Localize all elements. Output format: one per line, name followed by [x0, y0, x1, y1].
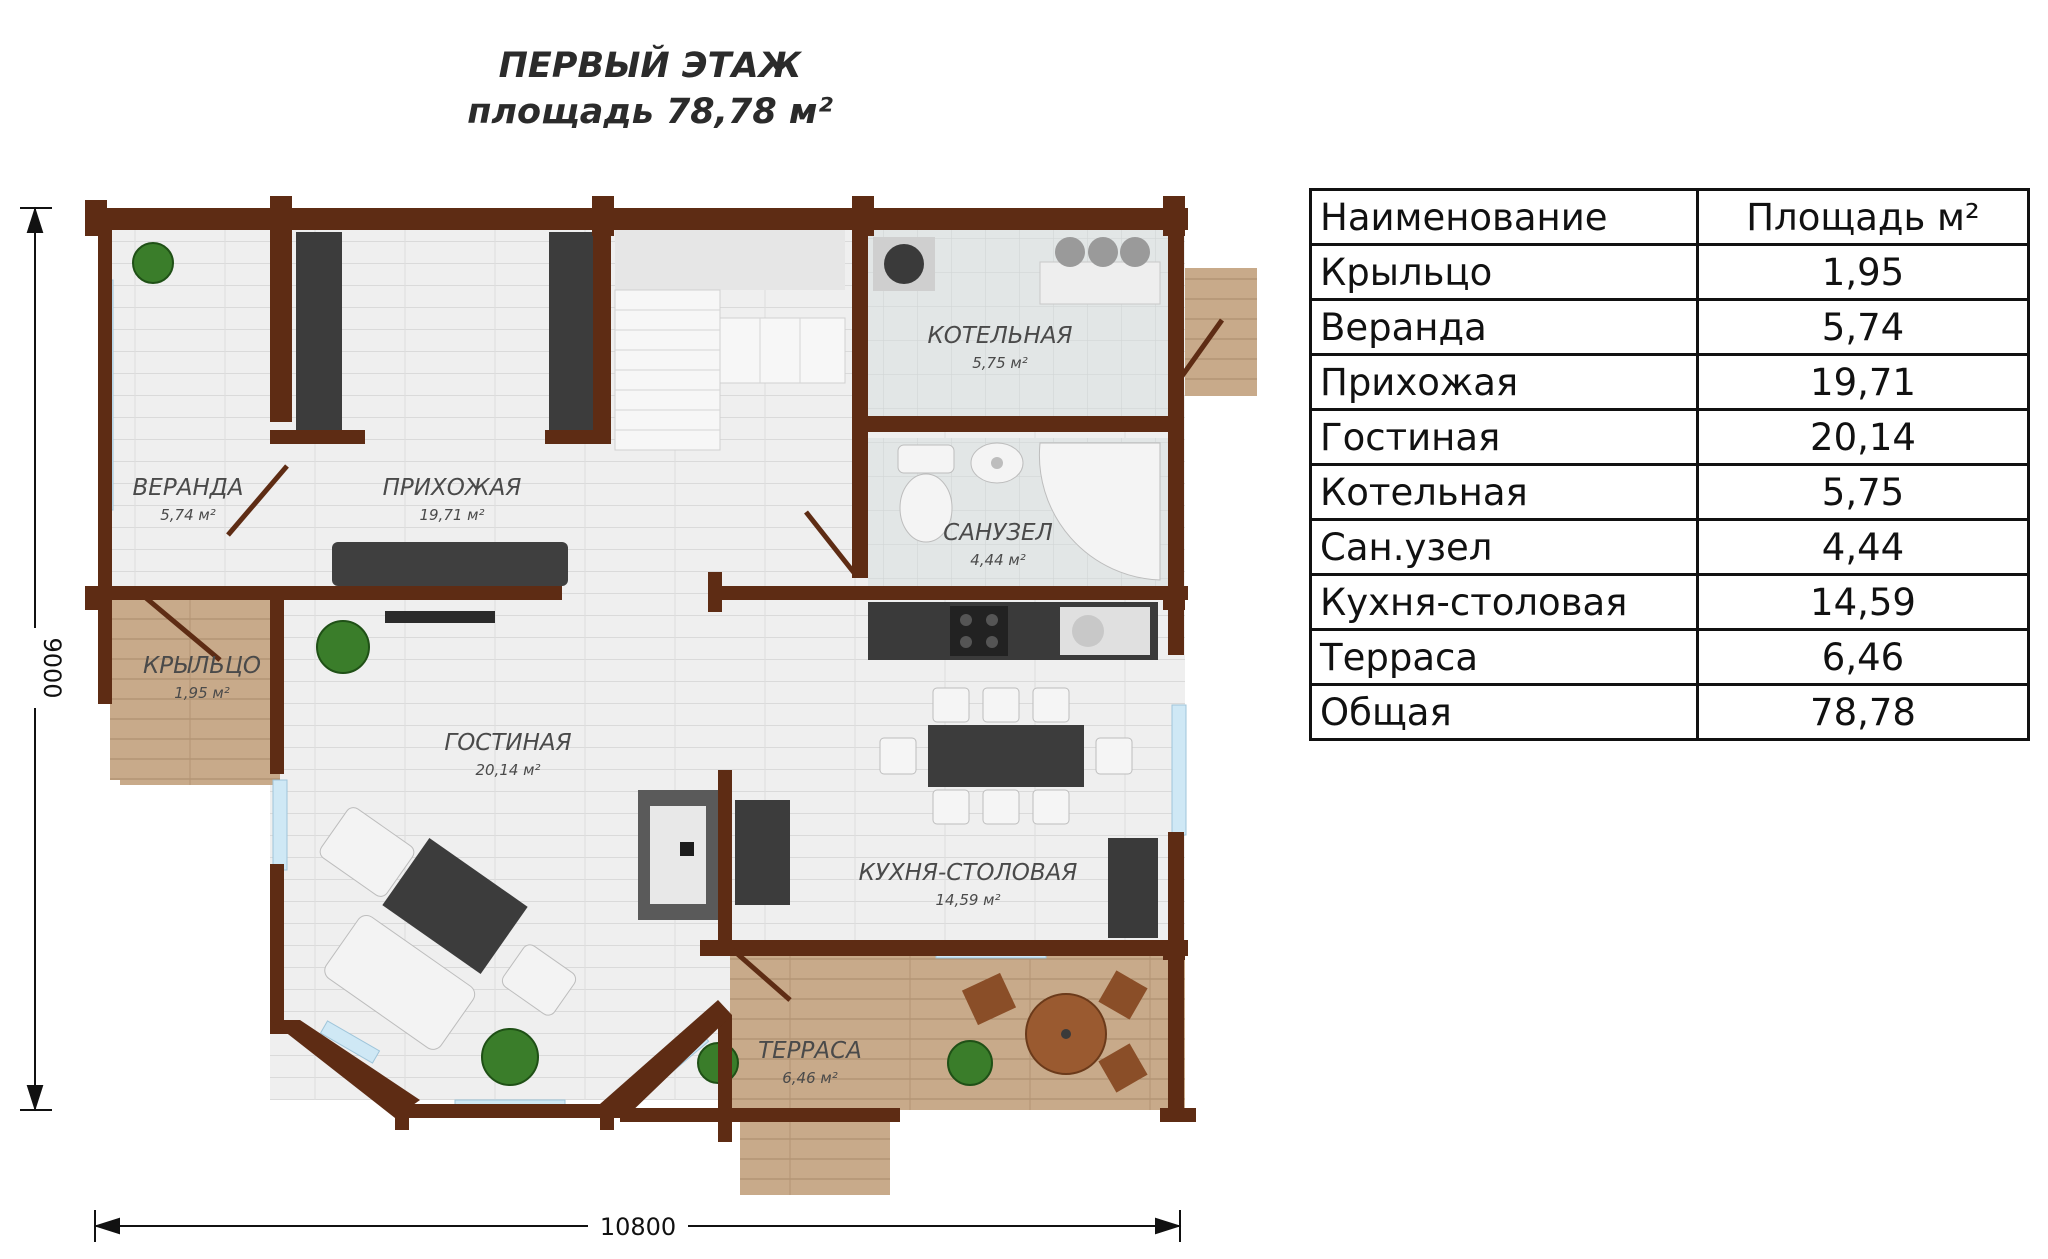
- room-label-porch: КРЫЛЬЦО: [143, 653, 261, 679]
- floor-plan: ВЕРАНДА 5,74 м² ПРИХОЖАЯ 19,71 м² КОТЕЛЬ…: [18, 196, 1257, 1242]
- room-label-hall: ПРИХОЖАЯ: [383, 475, 522, 501]
- sofa-set: [319, 807, 577, 1050]
- plan-area-subtitle: площадь 78,78 м²: [467, 92, 833, 132]
- room-area-cell: 20,14: [1696, 408, 2030, 466]
- room-area-cell: 5,74: [1696, 298, 2030, 356]
- room-name-cell: Котельная: [1309, 463, 1699, 521]
- room-name-cell: Общая: [1309, 683, 1699, 741]
- fridge: [1108, 838, 1158, 938]
- room-name-cell: Прихожая: [1309, 353, 1699, 411]
- dimension-width: 10800: [600, 1213, 676, 1241]
- room-area-cell: 78,78: [1696, 683, 2030, 741]
- room-area-veranda: 5,74 м²: [160, 506, 216, 524]
- room-area-hall: 19,71 м²: [419, 506, 484, 524]
- room-label-veranda: ВЕРАНДА: [133, 475, 244, 501]
- room-area-kitchen: 14,59 м²: [935, 891, 1000, 909]
- column-header-area: Площадь м²: [1696, 188, 2030, 246]
- room-area-porch: 1,95 м²: [174, 684, 230, 702]
- room-area-cell: 4,44: [1696, 518, 2030, 576]
- wardrobe-right: [549, 232, 595, 432]
- doors: [144, 318, 1225, 1002]
- bathtub-icon: [1038, 442, 1161, 581]
- sideboard: [332, 542, 568, 586]
- room-label-terrace: ТЕРРАСА: [758, 1038, 862, 1064]
- dining-table: [879, 687, 1133, 825]
- plan-title: ПЕРВЫЙ ЭТАЖ: [498, 46, 802, 86]
- side-steps: [1185, 268, 1257, 396]
- room-label-bath: САНУЗЕЛ: [943, 520, 1053, 546]
- wardrobe-left: [296, 232, 342, 432]
- room-name-cell: Кухня-столовая: [1309, 573, 1699, 631]
- dimension-height: 9000: [38, 637, 66, 698]
- room-area-living: 20,14 м²: [475, 761, 540, 779]
- room-name-cell: Гостиная: [1309, 408, 1699, 466]
- staircase: [614, 230, 846, 451]
- walls: [85, 200, 1196, 1125]
- room-area-cell: 6,46: [1696, 628, 2030, 686]
- room-area-cell: 19,71: [1696, 353, 2030, 411]
- room-label-living: ГОСТИНАЯ: [444, 730, 571, 756]
- room-area-cell: 5,75: [1696, 463, 2030, 521]
- room-area-cell: 14,59: [1696, 573, 2030, 631]
- room-name-cell: Сан.узел: [1309, 518, 1699, 576]
- room-area-cell: 1,95: [1696, 243, 2030, 301]
- room-name-cell: Крыльцо: [1309, 243, 1699, 301]
- terrace-deck: [730, 955, 1185, 1110]
- room-name-cell: Веранда: [1309, 298, 1699, 356]
- room-name-cell: Терраса: [1309, 628, 1699, 686]
- room-area-bath: 4,44 м²: [970, 551, 1026, 569]
- column-header-name: Наименование: [1309, 188, 1699, 246]
- room-label-boiler: КОТЕЛЬНАЯ: [927, 323, 1072, 349]
- sink-icon: [970, 442, 1024, 484]
- tv-icon: [385, 611, 495, 623]
- table-header-row: Наименование Площадь м²: [1309, 188, 2030, 246]
- terrace-table: [961, 970, 1148, 1093]
- room-area-terrace: 6,46 м²: [782, 1069, 838, 1087]
- room-label-kitchen: КУХНЯ-СТОЛОВАЯ: [859, 860, 1078, 886]
- terrace-steps: [740, 1110, 890, 1195]
- toilet-icon: [897, 444, 955, 543]
- room-area-boiler: 5,75 м²: [972, 354, 1028, 372]
- porch-steps: [120, 700, 280, 785]
